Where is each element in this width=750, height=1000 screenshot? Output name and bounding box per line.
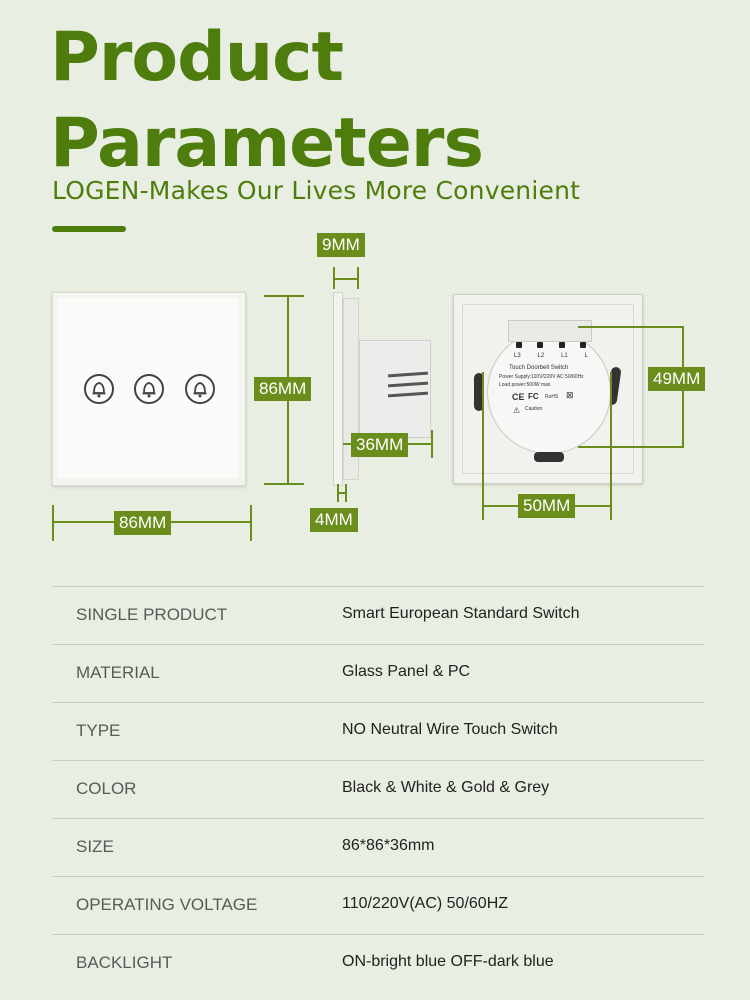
front-height-tick-top: [264, 295, 304, 297]
spec-row: SIZE 86*86*36mm: [52, 818, 704, 876]
spec-table: SINGLE PRODUCT Smart European Standard S…: [52, 586, 704, 992]
side-panel-glass: [333, 292, 343, 486]
side-bottom-tick-left: [337, 484, 339, 502]
spec-key: BACKLIGHT: [76, 953, 173, 972]
bell-icon-1: [84, 374, 114, 404]
front-height-tick-bottom: [264, 483, 304, 485]
spec-key: SINGLE PRODUCT: [76, 605, 228, 624]
side-top-tick-right: [357, 267, 359, 289]
title-line-1: Product: [50, 18, 344, 97]
back-height-tick-bottom: [578, 446, 684, 448]
side-top-line: [333, 278, 359, 280]
spec-value: ON-bright blue OFF-dark blue: [342, 953, 554, 970]
spec-key: COLOR: [76, 779, 137, 798]
back-module: [487, 330, 611, 454]
front-panel-inner: [58, 298, 238, 478]
terminal-l2: L2: [537, 353, 545, 359]
back-terminal-labels: L3 L2 L1 L: [514, 353, 588, 359]
title-underline: [52, 226, 126, 232]
back-terminal-block: [508, 320, 592, 342]
spec-row: MATERIAL Glass Panel & PC: [52, 644, 704, 702]
spec-value: Black & White & Gold & Grey: [342, 779, 550, 796]
back-caution-text: Caution: [525, 406, 543, 412]
spec-key: MATERIAL: [76, 663, 160, 682]
spec-key: SIZE: [76, 837, 114, 856]
front-height-label: 86MM: [254, 377, 312, 401]
bell-icon-3: [185, 374, 215, 404]
side-depth-label: 36MM: [351, 433, 409, 457]
back-width-label: 50MM: [518, 494, 576, 518]
title-line-2: Parameters: [50, 104, 484, 183]
terminal-l1: L1: [561, 353, 568, 359]
warning-triangle-icon: ⚠: [513, 406, 521, 415]
spec-value: NO Neutral Wire Touch Switch: [342, 721, 558, 738]
spec-row: OPERATING VOLTAGE 110/220V(AC) 50/60HZ: [52, 876, 704, 934]
back-hole-left: [474, 373, 484, 411]
ce-mark-icon: CE: [512, 392, 525, 402]
spec-row: SINGLE PRODUCT Smart European Standard S…: [52, 586, 704, 644]
spec-key: OPERATING VOLTAGE: [76, 895, 258, 914]
back-inner-frame: [462, 304, 634, 474]
spec-value: Glass Panel & PC: [342, 663, 471, 680]
front-width-tick-right: [250, 505, 252, 541]
spec-value: Smart European Standard Switch: [342, 605, 580, 622]
spec-row: COLOR Black & White & Gold & Grey: [52, 760, 704, 818]
back-power-text: Power Supply:110V/220V AC 50/60Hz: [499, 374, 584, 380]
spec-value: 86*86*36mm: [342, 837, 435, 854]
back-product-name: Touch Doorbell Switch: [509, 365, 569, 371]
spec-row: BACKLIGHT ON-bright blue OFF-dark blue: [52, 934, 704, 992]
back-height-tick-top: [578, 326, 684, 328]
spec-row: TYPE NO Neutral Wire Touch Switch: [52, 702, 704, 760]
bell-icon-2: [134, 374, 164, 404]
back-terminal-screws: [516, 342, 586, 348]
back-load-text: Load power:500W max: [499, 382, 551, 388]
spec-value: 110/220V(AC) 50/60HZ: [342, 895, 509, 912]
side-body: [359, 340, 431, 438]
back-height-label: 49MM: [648, 367, 706, 391]
back-width-tick-right: [610, 372, 612, 520]
terminal-l: L: [584, 353, 588, 359]
rohs-mark-icon: RoHS: [545, 394, 559, 400]
side-bottom-line: [337, 492, 347, 494]
side-bottom-label: 4MM: [310, 508, 358, 532]
side-depth-tick-right: [431, 430, 433, 458]
weee-bin-icon: ⊠: [566, 390, 574, 400]
side-bottom-tick-right: [345, 484, 347, 502]
fcc-mark-icon: FC: [528, 392, 539, 401]
side-top-label: 9MM: [317, 233, 365, 257]
side-top-tick-left: [333, 267, 335, 289]
spec-key: TYPE: [76, 721, 121, 740]
front-width-tick-left: [52, 505, 54, 541]
front-width-label: 86MM: [114, 511, 172, 535]
back-bottom-clip: [534, 452, 564, 462]
back-width-tick-left: [482, 372, 484, 520]
terminal-l3: L3: [514, 353, 521, 359]
subtitle: LOGEN-Makes Our Lives More Convenient: [52, 176, 581, 205]
